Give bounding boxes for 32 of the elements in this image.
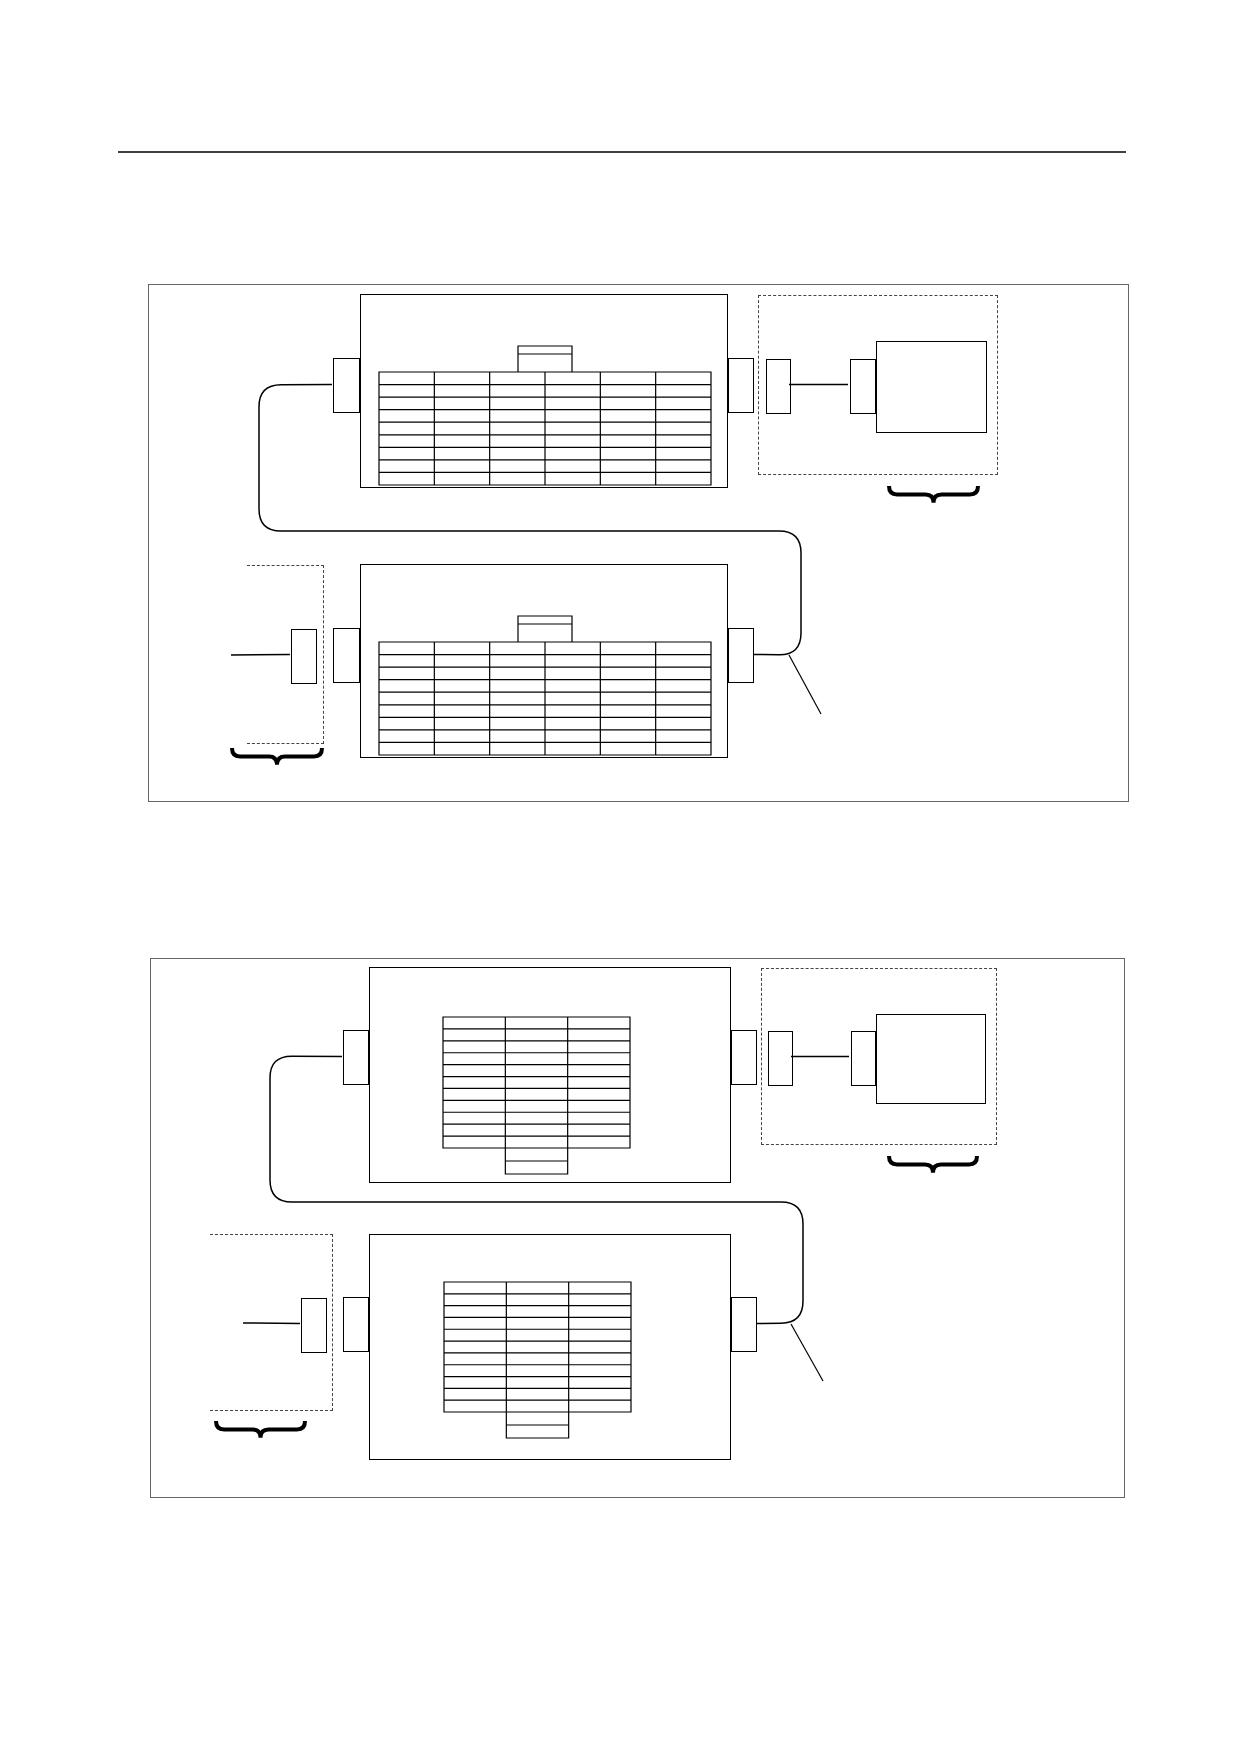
- dashed-group-box: [761, 968, 997, 1145]
- cable: [269, 1055, 804, 1325]
- connector-box: [728, 628, 754, 683]
- connector-box: [850, 359, 876, 414]
- connector-box: [333, 358, 360, 413]
- connector-box: [731, 1030, 757, 1085]
- dashed-group-box: [210, 1234, 333, 1411]
- panel-frame: [148, 284, 1129, 802]
- unit-box: [876, 341, 987, 433]
- connector-line: [790, 1055, 850, 1058]
- connector-box: [731, 1297, 757, 1352]
- dashed-group-box: [247, 565, 324, 744]
- connector-line: [230, 653, 291, 656]
- connector-box: [343, 1030, 369, 1085]
- panel-frame: [150, 958, 1125, 1498]
- connector-box: [343, 1297, 369, 1352]
- connector-box: [851, 1031, 876, 1086]
- connector-line: [788, 383, 849, 386]
- device-box: [369, 967, 731, 1183]
- connector-line: [242, 1322, 301, 1325]
- device-box: [360, 564, 728, 758]
- cable: [258, 383, 802, 656]
- unit-box: [876, 1014, 986, 1104]
- connector-box: [301, 1298, 327, 1353]
- connector-box: [768, 1031, 793, 1086]
- dashed-group-box: [758, 295, 998, 475]
- connector-box: [728, 358, 754, 413]
- connector-box: [766, 359, 791, 414]
- connector-box: [291, 629, 317, 684]
- device-box: [360, 294, 728, 488]
- device-box: [369, 1234, 731, 1460]
- connector-box: [333, 628, 360, 683]
